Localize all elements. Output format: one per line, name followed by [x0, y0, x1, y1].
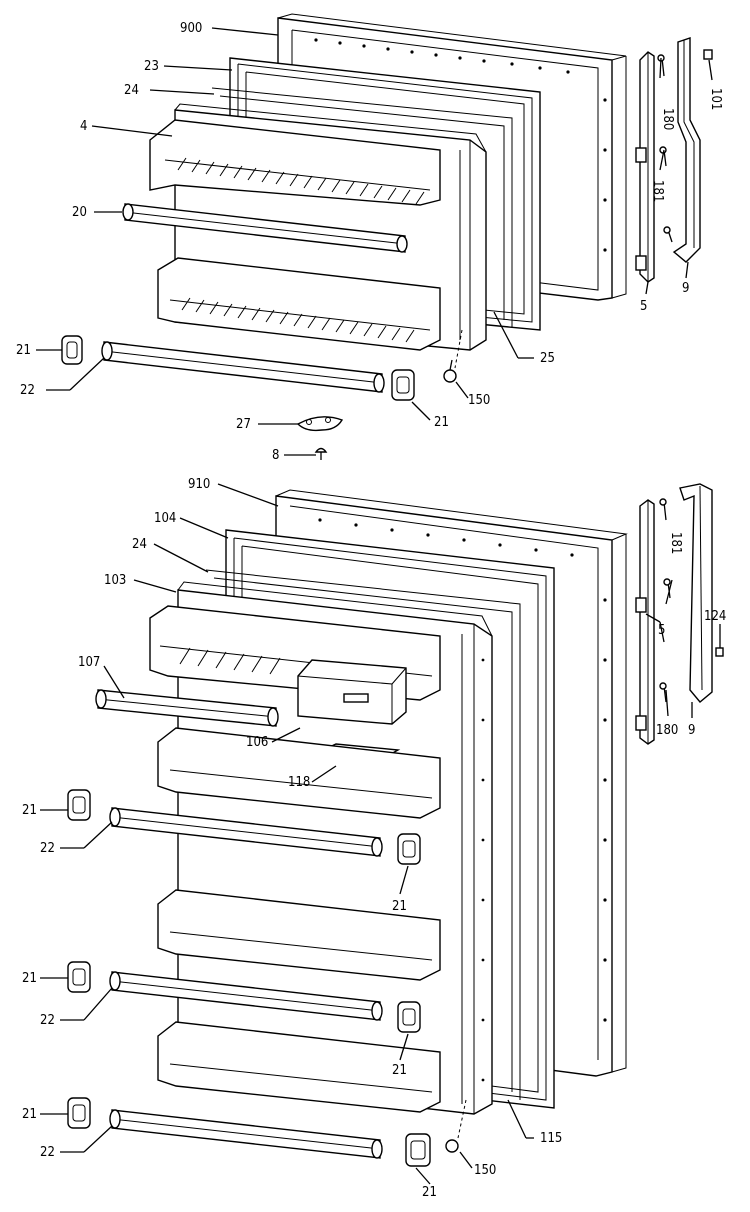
callout-label: 900: [180, 21, 202, 36]
lower-shelf: [157, 257, 441, 351]
callout-label: 180: [656, 723, 678, 738]
lower-door-assembly: [67, 483, 724, 1167]
screw: [663, 578, 671, 599]
screw: [659, 682, 667, 703]
callout-label: 124: [704, 609, 726, 624]
shelf-bar: [109, 807, 383, 857]
bar-end-cap: [67, 961, 91, 993]
callout-label: 22: [20, 383, 35, 398]
hinge-pin: [445, 1099, 467, 1153]
butter-compartment: [297, 659, 407, 725]
shelf-bar: [109, 1109, 383, 1159]
callout-label: 910: [188, 477, 210, 492]
shelf-bar: [122, 203, 408, 253]
door-stop-bracket: [679, 483, 713, 703]
screw: [659, 498, 667, 521]
breaker-strip: [211, 87, 513, 328]
callout-label: 24: [132, 537, 147, 552]
screw: [657, 54, 665, 77]
callout-label: 22: [40, 1013, 55, 1028]
callout-label: 25: [540, 351, 555, 366]
bar-end-cap: [397, 833, 421, 865]
callout-label: 21: [22, 1107, 37, 1122]
callout-label: 5: [640, 299, 647, 314]
upper-callouts: 900 23 24 4 20 21 22 27 8 21 150 25 180 …: [16, 21, 723, 463]
callout-label: 115: [540, 1131, 562, 1146]
callout-label: 150: [468, 393, 490, 408]
upper-door-assembly: [61, 13, 713, 460]
bar-end-cap: [67, 1097, 91, 1129]
lower-shelf-bar: [101, 341, 385, 393]
door-stop-part: [296, 416, 344, 432]
callout-label: 150: [474, 1163, 496, 1178]
callout-label: 5: [658, 623, 665, 638]
callout-label: 23: [144, 59, 159, 74]
shelf-bar: [109, 971, 383, 1021]
callout-label: 8: [272, 448, 279, 463]
callout-label: 22: [40, 841, 55, 856]
bar-end-cap: [391, 369, 415, 401]
door-shelf: [157, 727, 441, 819]
callout-label: 21: [392, 1063, 407, 1078]
callout-label: 103: [104, 573, 126, 588]
hinge-bracket: [635, 51, 655, 283]
callout-label: 9: [688, 723, 695, 738]
door-shelf: [157, 889, 441, 981]
callout-label: 22: [40, 1145, 55, 1160]
callout-label: 181: [668, 532, 683, 554]
bar-end-cap: [67, 789, 91, 821]
upper-shelf-top: [149, 119, 441, 206]
bar-end-cap: [61, 335, 83, 365]
hinge-pin: [443, 329, 463, 383]
callout-label: 27: [236, 417, 251, 432]
screw: [659, 146, 667, 167]
nut: [715, 647, 724, 657]
callout-label: 21: [392, 899, 407, 914]
door-stop-bracket: [672, 37, 701, 263]
nut: [703, 49, 713, 60]
screw: [663, 226, 673, 243]
callout-label: 4: [80, 119, 87, 134]
callout-label: 21: [434, 415, 449, 430]
callout-label: 21: [16, 343, 31, 358]
callout-label: 9: [682, 281, 689, 296]
breaker-strip: [205, 569, 521, 1100]
callout-label: 180: [660, 108, 675, 130]
callout-label: 21: [422, 1185, 437, 1200]
hinge-bracket: [635, 499, 655, 745]
lower-callouts: 910 104 24 103 107 106 118 21 22 21 21 2…: [22, 477, 726, 1200]
door-shelf: [157, 1021, 441, 1113]
callout-label: 101: [708, 88, 723, 110]
bar-end-cap: [397, 1001, 421, 1033]
screw: [314, 447, 328, 460]
callout-label: 106: [246, 735, 268, 750]
callout-label: 21: [22, 971, 37, 986]
callout-label: 118: [288, 775, 310, 790]
callout-label: 104: [154, 511, 176, 526]
shelf-bar: [95, 689, 279, 727]
bar-end-cap: [405, 1133, 431, 1167]
callout-label: 24: [124, 83, 139, 98]
callout-label: 107: [78, 655, 100, 670]
callout-label: 21: [22, 803, 37, 818]
callout-label: 181: [650, 180, 665, 202]
callout-label: 20: [72, 205, 87, 220]
